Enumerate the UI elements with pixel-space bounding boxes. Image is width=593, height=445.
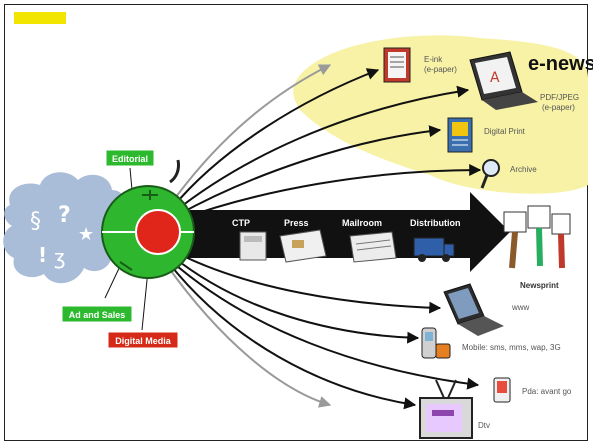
digitalmedia-label: Digital Media — [115, 336, 172, 346]
editorial-connector — [129, 167, 133, 191]
upper-arrows — [169, 64, 482, 221]
star-glyph: ★ — [78, 224, 94, 245]
laptop-pdf-icon: A — [469, 51, 538, 110]
apple — [101, 159, 195, 279]
pdf-label: PDF/JPEG — [540, 93, 579, 102]
adsales-label-box — [61, 305, 133, 323]
stage-distribution-label: Distribution — [410, 218, 461, 228]
question-glyph: ? — [58, 203, 71, 228]
digitalmedia-label-box — [107, 331, 179, 349]
editorial-label: Editorial — [112, 154, 148, 164]
mailroom-papers-icon — [349, 231, 397, 263]
apple-core — [135, 209, 181, 255]
pda-icon — [493, 377, 511, 403]
digital-print-icon — [447, 117, 473, 153]
tv-icon — [419, 379, 473, 439]
archive-magnifier-icon — [480, 159, 500, 189]
exclaim-glyph: ! — [38, 243, 47, 267]
newspaper-readers-icon — [503, 205, 571, 269]
www-label: www — [511, 303, 530, 312]
delivery-van-icon — [413, 237, 455, 262]
dtv-label: Dtv — [478, 421, 490, 430]
spiral-glyph: § — [30, 209, 41, 234]
editorial-label-box — [105, 149, 155, 167]
e-ink-sub: (e-paper) — [424, 65, 457, 74]
digital-print-label: Digital Print — [484, 127, 526, 136]
pdf-sub: (e-paper) — [542, 103, 575, 112]
svg-text:A: A — [490, 70, 500, 86]
squiggle-glyph: ʒ — [54, 245, 66, 269]
pda-label: Pda: avant go — [522, 387, 572, 396]
e-news-title: e-news — [528, 53, 593, 75]
stage-press-label: Press — [284, 218, 309, 228]
mobile-phone-icon — [421, 327, 451, 359]
apple-marks — [119, 190, 158, 271]
apple-stem — [169, 159, 180, 184]
yellow-tag — [14, 12, 66, 24]
press-roll-icon — [279, 229, 327, 263]
newsprint-label: Newsprint — [520, 281, 559, 290]
pipeline-arrow — [170, 192, 510, 272]
stage-mailroom-label: Mailroom — [342, 218, 382, 228]
laptop-www-icon — [443, 283, 504, 336]
idea-cloud — [3, 172, 127, 284]
lower-arrows — [165, 251, 480, 410]
e-ink-icon — [383, 47, 411, 83]
archive-label: Archive — [510, 165, 537, 174]
adsales-label: Ad and Sales — [69, 310, 126, 320]
stage-ctp-label: CTP — [232, 218, 250, 228]
mobile-label: Mobile: sms, mms, wap, 3G — [462, 343, 561, 352]
e-ink-label: E-ink — [424, 55, 443, 64]
ctp-machine-icon — [239, 231, 267, 261]
